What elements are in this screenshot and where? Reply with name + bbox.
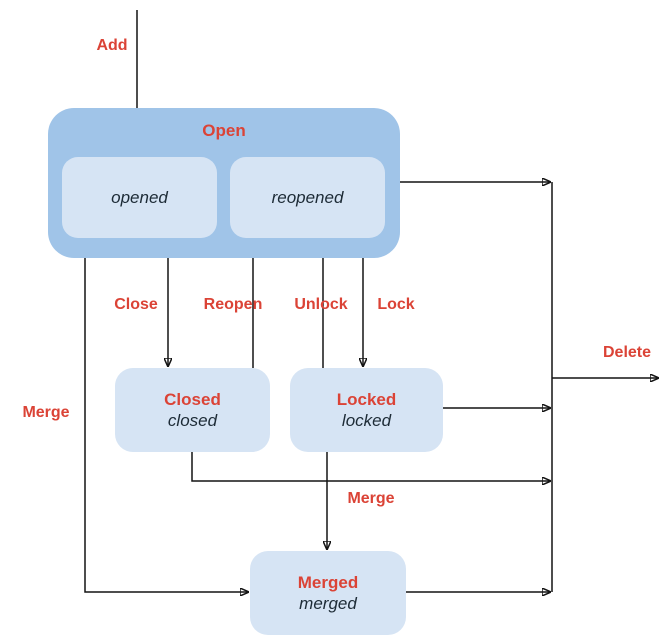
state-closed-subtitle: closed (167, 410, 218, 430)
state-merged-subtitle: merged (299, 593, 357, 613)
transition-label-reopen: Reopen (203, 296, 263, 313)
state-closed: Closed closed (115, 368, 270, 452)
arrow-merge-left (84, 258, 248, 592)
transition-label-close: Close (114, 296, 158, 313)
transition-label-delete: Delete (602, 344, 652, 361)
state-locked-subtitle: locked (341, 410, 392, 430)
state-locked: Locked locked (290, 368, 443, 452)
substate-opened-label: opened (111, 187, 168, 207)
transition-label-lock: Lock (377, 296, 415, 313)
state-open-group: Open opened reopened (48, 108, 400, 258)
substate-opened: opened (62, 157, 217, 238)
state-merged-title: Merged (297, 572, 359, 592)
transition-label-merge-left: Merge (22, 404, 70, 421)
transition-label-unlock: Unlock (294, 296, 348, 313)
substate-reopened-label: reopened (271, 187, 344, 207)
arrow-closed-to-trunk (191, 452, 550, 481)
transition-label-add: Add (96, 37, 128, 54)
substate-reopened: reopened (230, 157, 385, 238)
state-locked-title: Locked (336, 389, 397, 409)
transition-label-merge-middle: Merge (347, 490, 395, 507)
state-open-title: Open (202, 121, 246, 140)
state-closed-title: Closed (164, 389, 221, 409)
state-merged: Merged merged (250, 551, 406, 635)
